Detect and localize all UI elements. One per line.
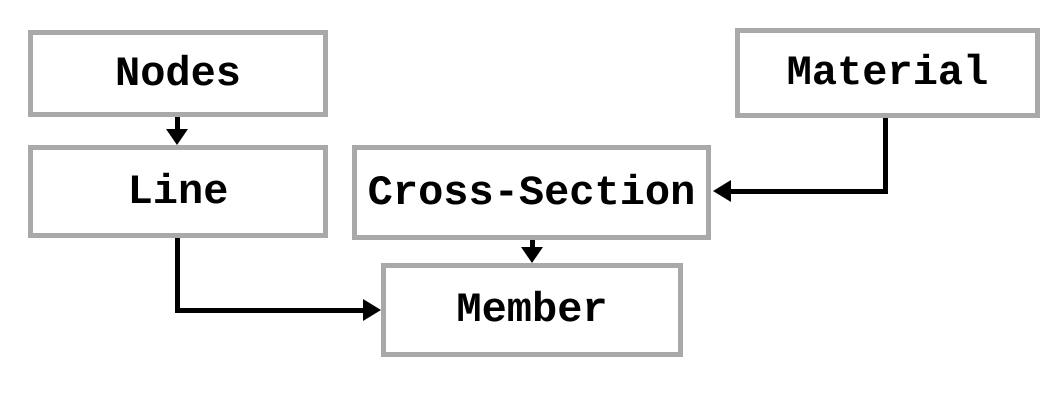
arrow-cross-section-to-member-head-icon [521, 247, 543, 263]
diagram-box-line: Line [28, 145, 328, 238]
diagram-box-material: Material [735, 28, 1040, 118]
diagram-box-nodes: Nodes [28, 30, 328, 117]
diagram-box-cross-section: Cross-Section [352, 145, 711, 240]
arrow-line-to-member-horizontal-stem [175, 308, 363, 313]
arrow-nodes-to-line-head-icon [166, 129, 188, 145]
arrow-line-to-member-head-icon [363, 299, 381, 321]
diagram-box-material-label: Material [786, 49, 989, 97]
arrow-material-to-cross-section-vertical-stem [883, 118, 888, 194]
arrow-material-to-cross-section-head-icon [713, 180, 731, 202]
arrow-cross-section-to-member-stem [530, 240, 535, 249]
diagram-box-nodes-label: Nodes [114, 49, 242, 98]
diagram-box-member: Member [381, 263, 683, 357]
arrow-line-to-member-vertical-stem [175, 238, 180, 313]
diagram-box-member-label: Member [456, 286, 608, 334]
diagram-box-line-label: Line [127, 167, 229, 216]
arrow-material-to-cross-section-horizontal-stem [731, 189, 888, 194]
diagram-box-cross-section-label: Cross-Section [367, 168, 696, 217]
arrow-nodes-to-line-stem [175, 117, 180, 131]
